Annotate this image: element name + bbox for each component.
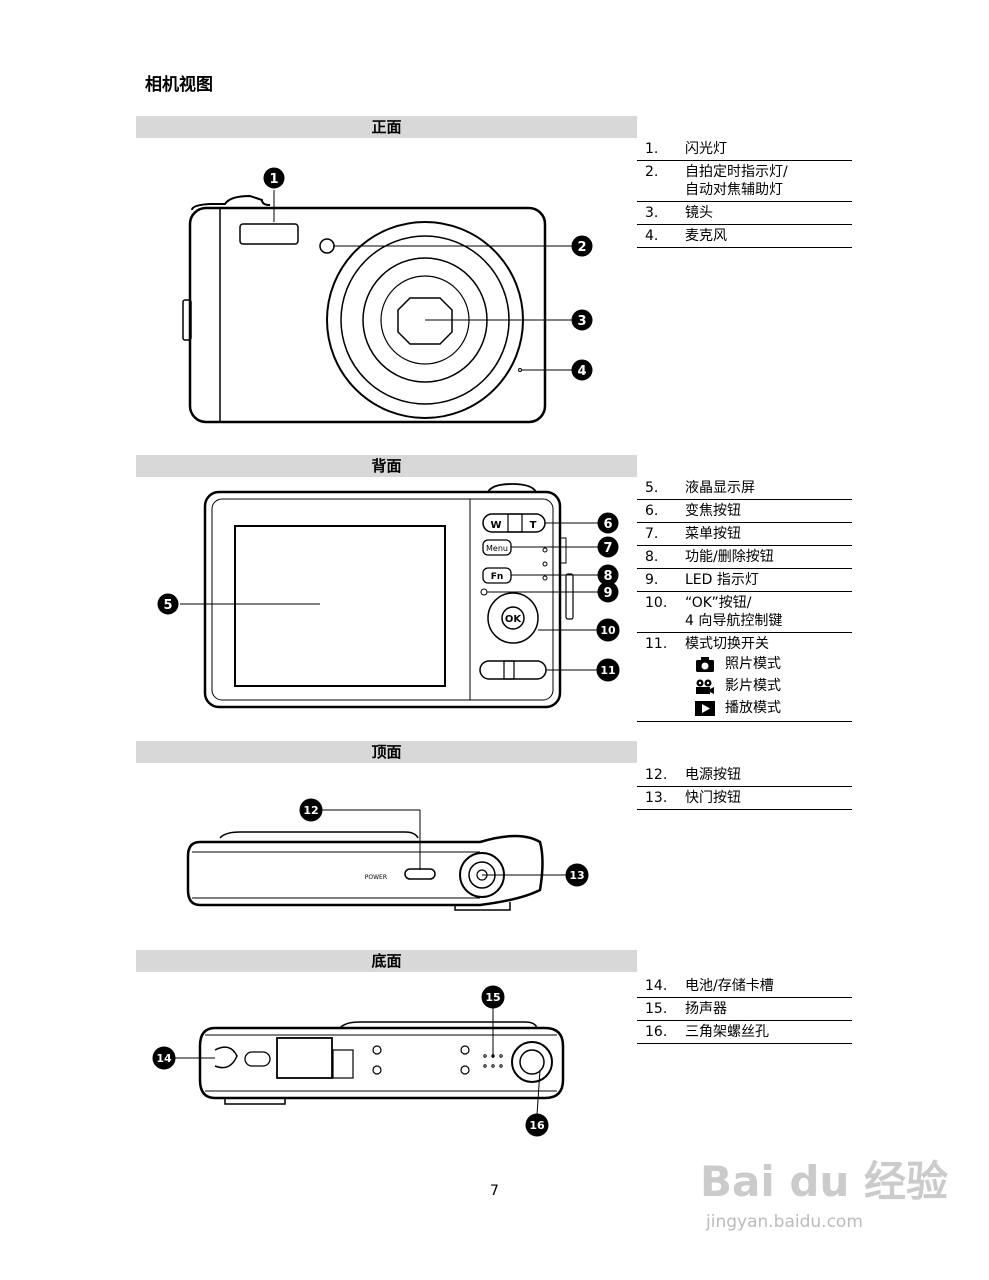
svg-text:Fn: Fn <box>491 572 504 582</box>
svg-text:5: 5 <box>163 598 172 613</box>
section-header-top: 顶面 <box>136 741 637 763</box>
svg-text:W: W <box>490 520 501 531</box>
svg-text:6: 6 <box>603 517 612 532</box>
callout-15: 15 <box>481 985 505 1009</box>
legend-item: 11.模式切换开关 照片模式 影片模式 播放模式 <box>637 633 852 722</box>
svg-text:Menu: Menu <box>486 544 508 553</box>
legend-item: 1.闪光灯 <box>637 138 852 161</box>
svg-text:OK: OK <box>505 614 523 625</box>
legend-item: 9.LED 指示灯 <box>637 569 852 592</box>
callout-1: 1 <box>263 167 285 189</box>
callout-14: 14 <box>152 1046 176 1070</box>
mode-switch <box>479 660 547 680</box>
watermark-url: jingyan.baidu.com <box>706 1212 863 1232</box>
svg-text:2: 2 <box>577 240 586 255</box>
svg-text:T: T <box>530 520 537 531</box>
callout-9: 9 <box>597 581 619 603</box>
legend-top: 12.电源按钮 13.快门按钮 <box>637 764 852 810</box>
camera-back-diagram: W T Menu Fn OK 5 6 7 8 9 10 11 <box>157 483 620 709</box>
svg-text:8: 8 <box>603 569 612 584</box>
menu-button: Menu <box>482 539 512 556</box>
svg-text:3: 3 <box>577 314 586 329</box>
legend-item: 4.麦克风 <box>637 225 852 248</box>
legend-item: 16.三角架螺丝孔 <box>637 1021 852 1044</box>
section-header-front: 正面 <box>136 116 637 138</box>
svg-text:7: 7 <box>603 541 612 556</box>
legend-item: 5.液晶显示屏 <box>637 477 852 500</box>
svg-text:16: 16 <box>529 1119 545 1132</box>
battery-card-slot <box>276 1037 333 1079</box>
legend-item: 7.菜单按钮 <box>637 523 852 546</box>
legend-item: 8.功能/删除按钮 <box>637 546 852 569</box>
mode-movie: 影片模式 <box>645 675 852 697</box>
fn-button: Fn <box>482 567 512 584</box>
power-button <box>404 868 436 880</box>
watermark-logo: Bai du 经验 <box>700 1157 948 1206</box>
legend-item: 2.自拍定时指示灯/自动对焦辅助灯 <box>637 161 852 202</box>
legend-item: 3.镜头 <box>637 202 852 225</box>
svg-text:14: 14 <box>156 1052 172 1065</box>
camera-bottom-diagram: 14 15 16 <box>152 985 565 1137</box>
camera-icon <box>696 657 714 672</box>
svg-text:10: 10 <box>600 624 616 637</box>
callout-16: 16 <box>525 1113 549 1137</box>
svg-text:9: 9 <box>603 586 612 601</box>
camera-top-diagram: POWER 12 13 <box>186 798 589 911</box>
mode-playback: 播放模式 <box>645 697 852 719</box>
section-header-back: 背面 <box>136 455 637 477</box>
callout-2: 2 <box>571 235 593 257</box>
callout-6: 6 <box>597 512 619 534</box>
svg-text:11: 11 <box>600 664 615 677</box>
legend-item: 13.快门按钮 <box>637 787 852 810</box>
callout-11: 11 <box>596 658 620 682</box>
movie-camera-icon <box>696 679 714 694</box>
legend-front: 1.闪光灯 2.自拍定时指示灯/自动对焦辅助灯 3.镜头 4.麦克风 <box>637 138 852 248</box>
svg-text:15: 15 <box>485 991 500 1004</box>
zoom-button: W T <box>482 513 546 533</box>
play-icon <box>695 701 715 716</box>
callout-12: 12 <box>299 798 323 822</box>
legend-back: 5.液晶显示屏 6.变焦按钮 7.菜单按钮 8.功能/删除按钮 9.LED 指示… <box>637 477 852 722</box>
legend-bottom: 14.电池/存储卡槽 15.扬声器 16.三角架螺丝孔 <box>637 975 852 1044</box>
legend-item: 14.电池/存储卡槽 <box>637 975 852 998</box>
callout-7: 7 <box>597 536 619 558</box>
callout-13: 13 <box>565 863 589 887</box>
camera-front-diagram: 1 2 3 4 <box>182 167 593 424</box>
svg-text:13: 13 <box>569 869 584 882</box>
legend-item: 12.电源按钮 <box>637 764 852 787</box>
power-label: POWER <box>365 874 387 881</box>
page-title: 相机视图 <box>145 75 213 95</box>
legend-item: 6.变焦按钮 <box>637 500 852 523</box>
legend-item: 15.扬声器 <box>637 998 852 1021</box>
callout-5: 5 <box>157 593 179 615</box>
svg-text:4: 4 <box>577 364 586 379</box>
page-number: 7 <box>490 1183 499 1199</box>
ok-navigation-pad: OK <box>487 592 539 644</box>
svg-text:12: 12 <box>303 804 318 817</box>
mode-photo: 照片模式 <box>645 653 852 675</box>
callout-4: 4 <box>571 359 593 381</box>
svg-text:1: 1 <box>269 172 278 187</box>
callout-3: 3 <box>571 309 593 331</box>
callout-10: 10 <box>596 618 620 642</box>
legend-item: 10.“OK”按钮/4 向导航控制键 <box>637 592 852 633</box>
tripod-socket <box>511 1041 553 1083</box>
section-header-bottom: 底面 <box>136 950 637 972</box>
